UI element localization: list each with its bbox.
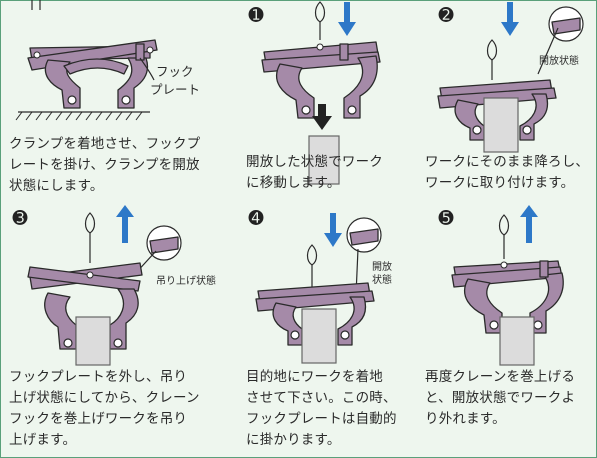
caption-step5: 再度クレーンを巻上げる と、開放状態でワークよ り外れます。	[425, 367, 575, 430]
caption-step3-line3: フックを巻上げワークを吊り	[9, 411, 188, 427]
step2-illustration	[437, 2, 584, 153]
caption-step4-line1: 目的地にワークを着地	[246, 369, 383, 385]
caption-step4-line4: に掛かります。	[246, 432, 341, 448]
step5-illustration	[451, 205, 564, 366]
step5-number: ➎	[438, 208, 454, 229]
caption-step4: 目的地にワークを着地 させて下さい。この時、 フックプレートは自動的 に掛かりま…	[246, 367, 397, 451]
step3-number: ➌	[12, 208, 28, 229]
step1-illustration	[261, 1, 381, 185]
caption-step4-line2: させて下さい。この時、	[246, 390, 397, 406]
lift-state-label: 吊り上げ状態	[156, 276, 216, 287]
caption-step3-line2: 上げ状態にしてから、クレーン	[9, 390, 200, 406]
open-state-stacked-line2: 状態	[372, 275, 392, 286]
step4-illustration	[255, 213, 382, 364]
caption-step3: フックプレートを外し、吊り 上げ状態にしてから、クレーン フックを巻上げワークを…	[9, 367, 200, 451]
hook-plate-label-line2: プレート	[150, 82, 201, 97]
caption-step1-line1: 開放した状態でワーク	[246, 154, 383, 170]
caption-step5-line1: 再度クレーンを巻上げる	[425, 369, 576, 385]
caption-step2-line1: ワークにそのまま降ろし、	[425, 154, 590, 170]
caption-step2-line2: ワークに取り付けます。	[425, 175, 575, 191]
step4-number: ➍	[248, 208, 264, 229]
caption-step3-line4: 上げます。	[9, 432, 77, 448]
step1-number: ➊	[248, 5, 264, 26]
caption-intro-line1: クランプを着地させ、フックプ	[9, 136, 201, 152]
hook-plate-label: フック プレート	[150, 63, 200, 99]
clamp-grounded-illustration	[15, 0, 158, 121]
caption-step4-line3: フックプレートは自動的	[246, 411, 397, 427]
step2-number: ➋	[438, 5, 454, 26]
caption-step5-line3: り外れます。	[425, 411, 506, 427]
caption-step5-line2: と、開放状態でワークよ	[425, 390, 576, 406]
caption-step3-line1: フックプレートを外し、吊り	[9, 369, 188, 385]
open-state-stacked-label: 開放 状態	[372, 261, 392, 287]
open-state-label: 開放状態	[539, 56, 579, 67]
caption-step1-line2: に移動します。	[246, 175, 341, 191]
hook-plate-label-line1: フック	[156, 64, 194, 79]
caption-intro-line3: 状態にします。	[9, 178, 104, 194]
caption-step2: ワークにそのまま降ろし、 ワークに取り付けます。	[425, 152, 589, 194]
caption-intro: クランプを着地させ、フックプ レートを掛け、クランプを開放 状態にします。	[9, 134, 200, 197]
open-state-stacked-line1: 開放	[372, 262, 392, 273]
caption-intro-line2: レートを掛け、クランプを開放	[9, 157, 200, 173]
step3-illustration	[27, 205, 182, 366]
caption-step1: 開放した状態でワーク に移動します。	[246, 152, 383, 194]
